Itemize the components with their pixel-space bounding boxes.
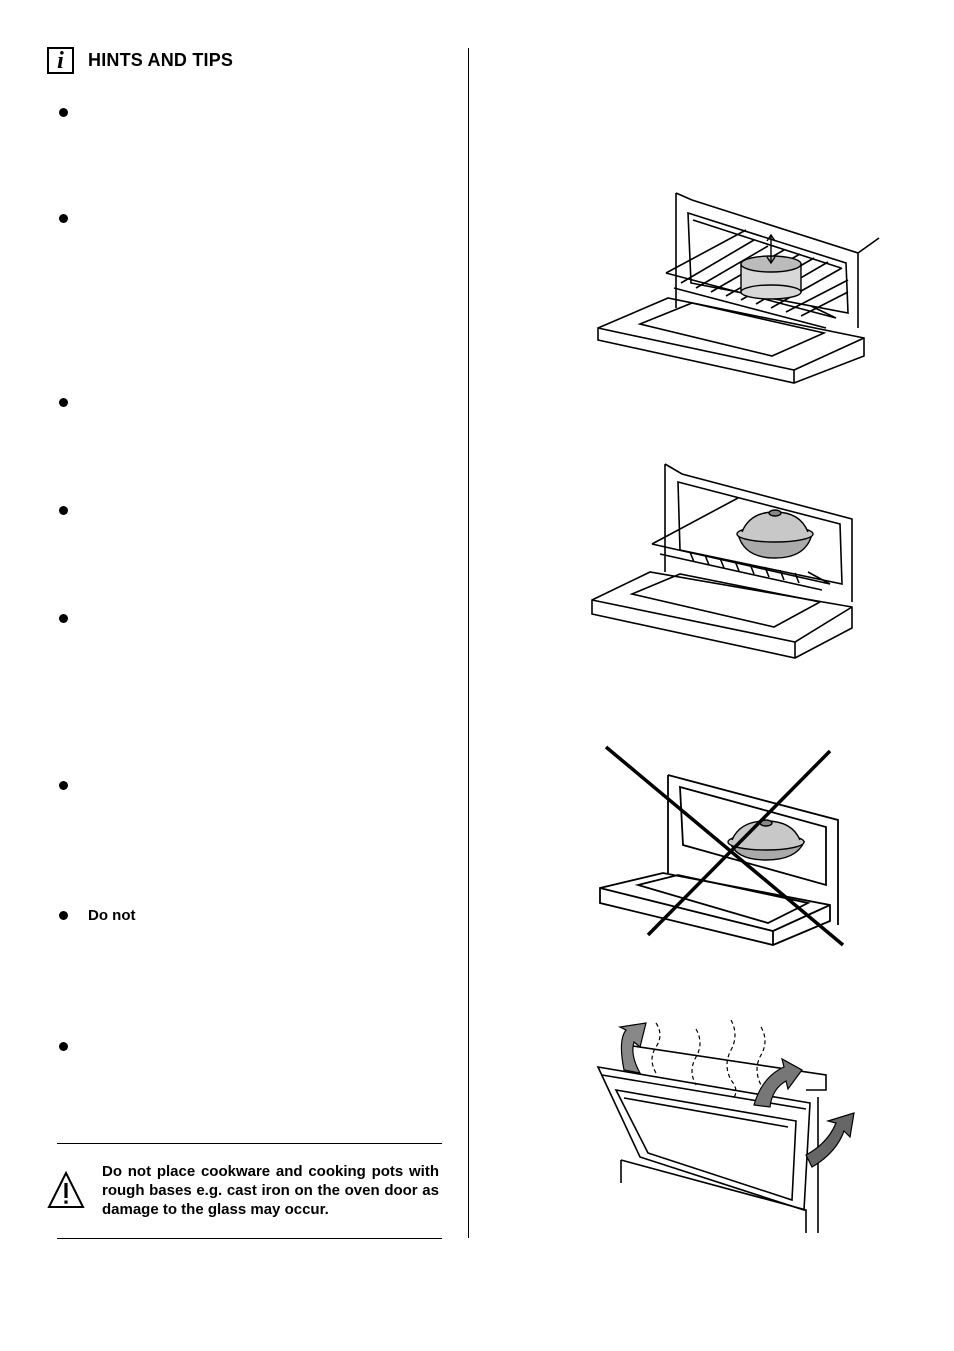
- bullet-point: [59, 108, 68, 117]
- oven-shelf-saucepan-illustration: [597, 192, 880, 384]
- column-divider: [468, 48, 469, 1238]
- warning-triangle-icon: [47, 1170, 85, 1208]
- bullet-point: [59, 1042, 68, 1051]
- section-title: HINTS AND TIPS: [88, 50, 234, 70]
- bullet-text: Do not: [88, 907, 136, 924]
- oven-door-steam-illustration: [596, 1019, 855, 1233]
- bullet-point: [59, 398, 68, 407]
- info-icon-glyph: i: [57, 47, 64, 74]
- warning-top-rule: [57, 1143, 442, 1144]
- warning-text: Do not place cookware and cooking pots w…: [102, 1163, 439, 1218]
- bullet-point: [59, 911, 68, 920]
- bullet-point: [59, 506, 68, 515]
- warning-bottom-rule: [57, 1238, 442, 1239]
- bullet-point: [59, 781, 68, 790]
- oven-door-casserole-crossed-illustration: [599, 745, 845, 947]
- oven-shelf-casserole-illustration: [591, 463, 853, 659]
- bullet-point: [59, 614, 68, 623]
- bullet-point: [59, 214, 68, 223]
- info-icon: i: [47, 47, 74, 74]
